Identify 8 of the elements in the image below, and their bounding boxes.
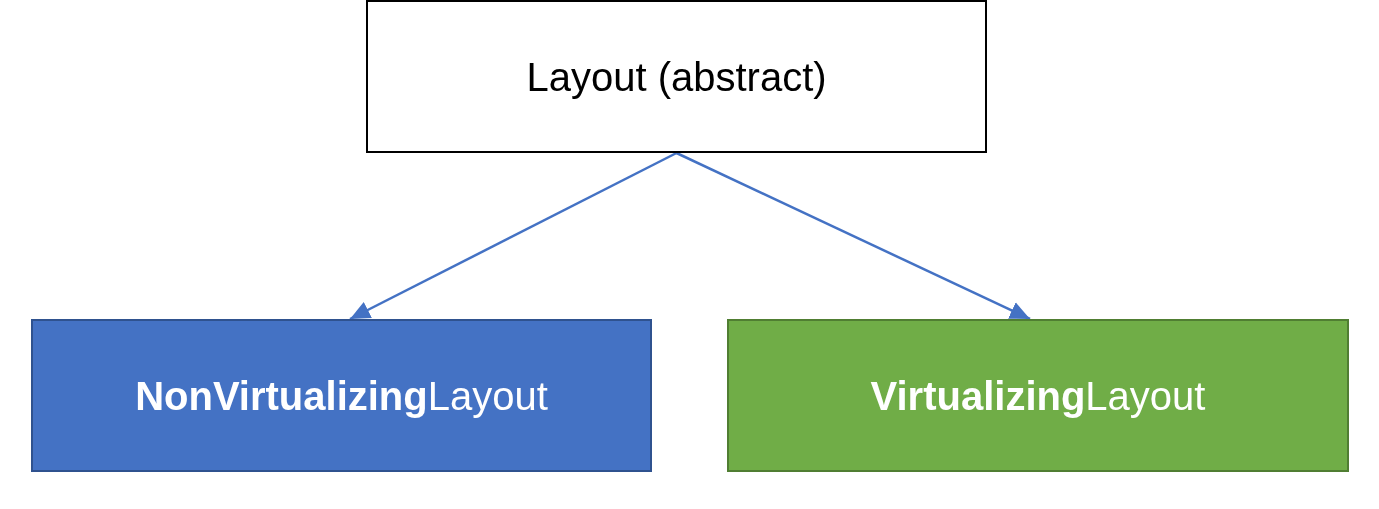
class-name: Layout (abstract) — [526, 53, 827, 101]
class-box — [31, 319, 652, 472]
arrow — [675, 151, 1031, 321]
class-box — [366, 0, 987, 153]
class-name: NonVirtualizingLayout — [135, 372, 548, 420]
arrow — [349, 151, 678, 321]
class-name: VirtualizingLayout — [870, 372, 1206, 420]
class-box — [727, 319, 1349, 472]
